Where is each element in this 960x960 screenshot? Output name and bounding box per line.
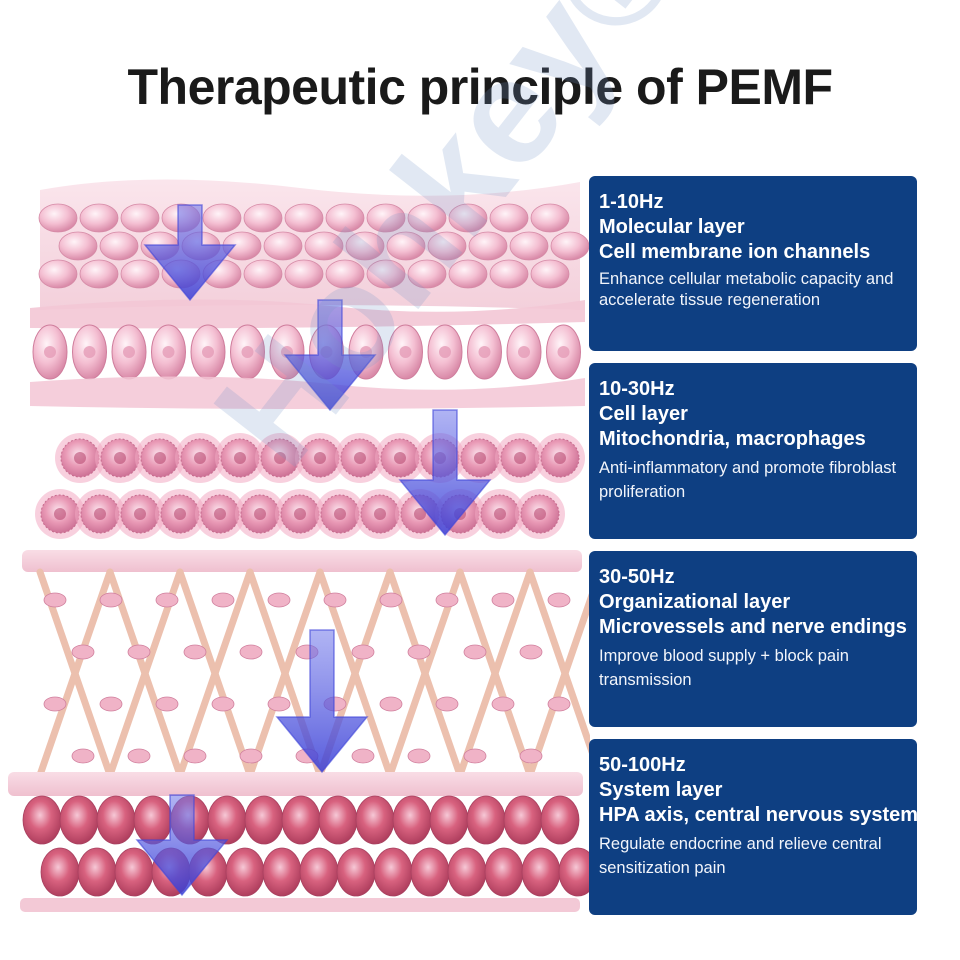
card-frequency: 50-100Hz	[599, 754, 686, 776]
field-direction-arrow	[143, 204, 237, 302]
card-description: Improve blood supply + block pain transm…	[599, 647, 849, 689]
card-layer: Molecular layer	[599, 216, 745, 238]
card-layer: Organizational layer	[599, 591, 791, 613]
card-targets: HPA axis, central nervous system	[599, 804, 919, 826]
frequency-card-1: 1-10Hz Molecular layer Cell membrane ion…	[589, 176, 917, 351]
frequency-card-3: 30-50Hz Organizational layer Microvessel…	[589, 551, 917, 727]
organizational-layer-art	[8, 550, 590, 796]
field-direction-arrow	[135, 794, 229, 897]
card-targets: Mitochondria, macrophages	[599, 428, 866, 450]
page-title: Therapeutic principle of PEMF	[127, 59, 833, 115]
card-targets: Microvessels and nerve endings	[599, 616, 907, 638]
card-layer: Cell layer	[599, 403, 688, 425]
card-frequency: 10-30Hz	[599, 378, 675, 400]
frequency-card-2: 10-30Hz Cell layer Mitochondria, macroph…	[589, 363, 917, 539]
field-direction-arrow	[398, 409, 492, 537]
card-targets: Cell membrane ion channels	[599, 241, 871, 263]
card-layer: System layer	[599, 779, 723, 801]
field-direction-arrow	[275, 629, 369, 774]
card-description: Regulate endocrine and relieve central s…	[599, 835, 882, 877]
card-frequency: 1-10Hz	[599, 191, 664, 213]
cell-layer-art	[35, 433, 585, 539]
card-description: Enhance cellular metabolic capacity and …	[599, 270, 894, 309]
card-description: Anti-inflammatory and promote fibroblast…	[599, 459, 897, 501]
system-layer-art	[20, 795, 590, 912]
field-direction-arrow	[283, 299, 377, 412]
frequency-card-4: 50-100Hz System layer HPA axis, central …	[589, 739, 919, 915]
tissue-layers-illustration	[8, 179, 590, 912]
card-frequency: 30-50Hz	[599, 566, 675, 588]
